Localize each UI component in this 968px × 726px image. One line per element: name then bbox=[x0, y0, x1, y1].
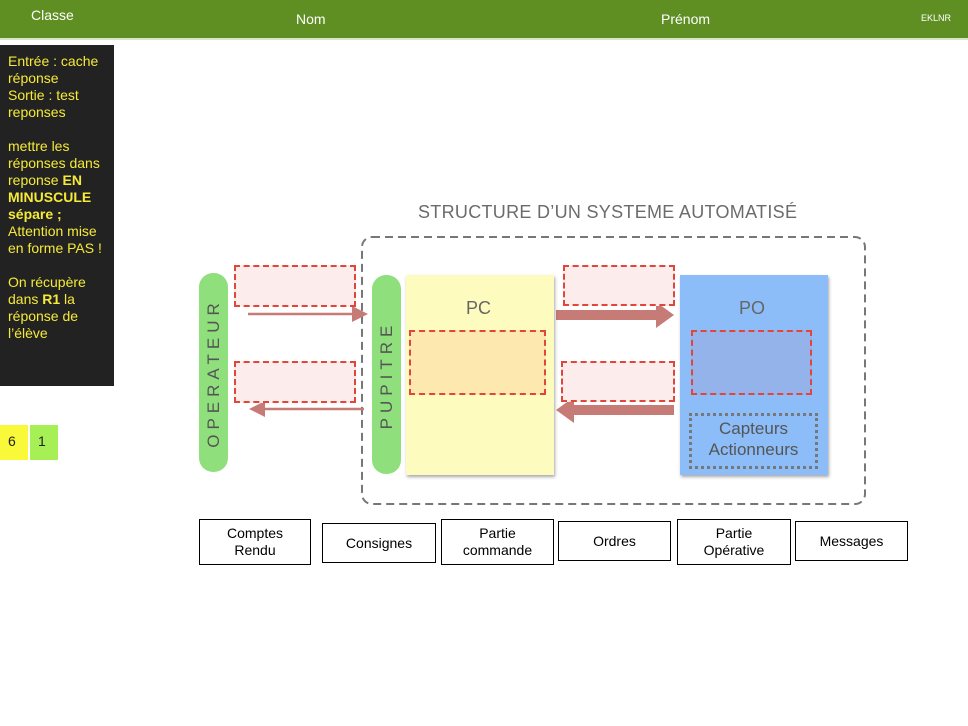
instruction-text-2: Attention mise en forme PAS ! bbox=[8, 223, 102, 256]
pc-label: PC bbox=[466, 298, 492, 318]
instructions-panel: Entrée : cache réponse Sortie : test rep… bbox=[0, 45, 114, 386]
operateur-pill: OPERATEUR bbox=[199, 273, 228, 472]
answer-label-line1: Consignes bbox=[345, 534, 413, 551]
instruction-bold: EN MINUSCULE sépare ; bbox=[8, 172, 92, 222]
answer-label-line1: Comptes bbox=[226, 525, 284, 541]
answer-consignes[interactable]: Consignes bbox=[322, 523, 436, 563]
prenom-label: Prénom bbox=[661, 11, 711, 27]
capteurs-label: Capteurs bbox=[719, 419, 788, 438]
arrow-po-to-pc-head bbox=[556, 397, 574, 423]
answer-messages[interactable]: Messages bbox=[795, 521, 908, 561]
header-bar: Classe Nom Prénom EKLNR bbox=[0, 0, 968, 40]
nom-label: Nom bbox=[296, 11, 326, 27]
operateur-label: OPERATEUR bbox=[203, 297, 223, 448]
answer-ordres[interactable]: Ordres bbox=[558, 521, 671, 561]
dropzone-operateur-top[interactable] bbox=[234, 265, 356, 307]
instruction-text: mettre les réponses dans reponse bbox=[8, 138, 100, 188]
dropzone-pc[interactable] bbox=[409, 330, 546, 395]
instruction-r1-prefix: On récupère dans bbox=[8, 274, 86, 307]
arrow-po-to-pc bbox=[570, 405, 674, 415]
actionneurs-label: Actionneurs bbox=[708, 440, 799, 459]
system-frame bbox=[361, 236, 866, 505]
answer-label-line1: Messages bbox=[819, 532, 884, 549]
arrow-pc-to-po-head bbox=[656, 302, 674, 328]
dropzone-operateur-bottom[interactable] bbox=[234, 361, 356, 403]
classe-label: Classe bbox=[31, 7, 74, 23]
code-label: EKLNR bbox=[921, 13, 952, 23]
capteurs-actionneurs-box: Capteurs Actionneurs bbox=[689, 413, 818, 469]
instruction-sortie: Sortie : test reponses bbox=[8, 87, 79, 120]
answer-label-line2: Opérative bbox=[703, 542, 765, 558]
counter-yellow: 6 bbox=[0, 425, 28, 460]
answer-label-line2: commande bbox=[462, 542, 533, 558]
diagram-title: STRUCTURE D’UN SYSTEME AUTOMATISÉ bbox=[418, 202, 798, 222]
pupitre-label: PUPITRE bbox=[376, 320, 396, 429]
answer-label-line1: Partie bbox=[715, 525, 753, 541]
answer-label-line1: Partie bbox=[479, 525, 516, 541]
answer-label-line1: Ordres bbox=[593, 532, 636, 549]
answer-label-line2: Rendu bbox=[234, 542, 276, 558]
instruction-r1-suffix: la réponse de l’élève bbox=[8, 291, 79, 341]
dropzone-messages[interactable] bbox=[561, 361, 675, 402]
dropzone-po[interactable] bbox=[691, 330, 812, 395]
instruction-entree: Entrée : cache réponse bbox=[8, 53, 99, 86]
arrow-pupitre-to-operateur-head bbox=[249, 401, 265, 417]
instruction-r1: R1 bbox=[42, 291, 61, 307]
counter-green: 1 bbox=[30, 425, 58, 460]
pupitre-pill: PUPITRE bbox=[372, 275, 401, 474]
arrow-operateur-to-pupitre-head bbox=[352, 306, 368, 322]
dropzone-ordres[interactable] bbox=[563, 265, 675, 306]
arrow-pc-to-po bbox=[556, 310, 660, 320]
po-label: PO bbox=[739, 298, 766, 318]
